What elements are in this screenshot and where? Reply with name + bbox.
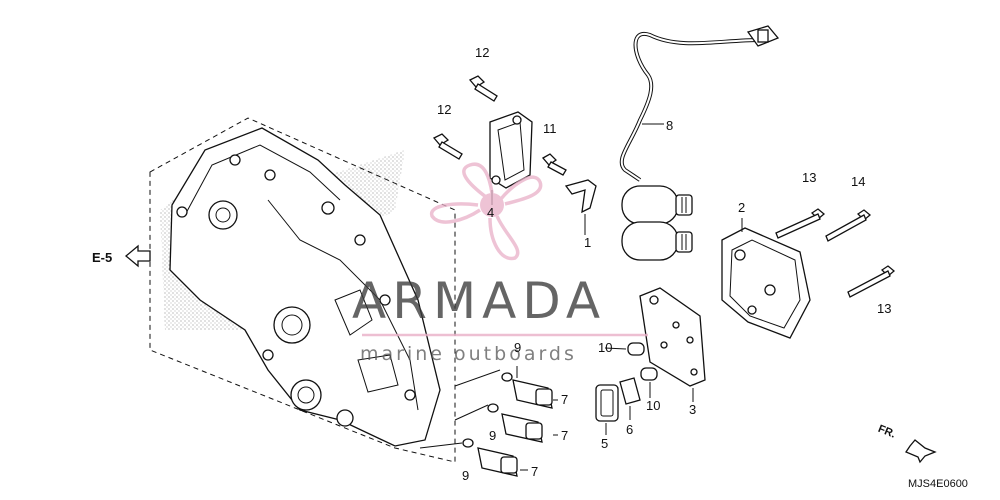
o-ring-9-c (462, 438, 474, 448)
leader-lines (419, 347, 627, 471)
bolt-12-lower (432, 133, 463, 160)
callout-14: 14 (851, 174, 865, 189)
o-ring-9-b (487, 403, 499, 413)
watermark: ARMADA marine outboards (352, 162, 648, 365)
part-5-gasket (595, 384, 619, 435)
solenoid-valves (621, 185, 693, 261)
callout-7-a: 7 (561, 392, 568, 407)
bolt-13-upper (775, 208, 826, 239)
callout-13-a: 13 (802, 170, 816, 185)
callout-11: 11 (543, 121, 557, 136)
gear-case-cover (160, 127, 441, 447)
front-direction-arrow: FR. (876, 423, 937, 464)
callout-9-b: 9 (489, 428, 496, 443)
callout-12-b: 12 (437, 102, 451, 117)
callout-9-a: 9 (514, 340, 521, 355)
callout-5: 5 (601, 436, 608, 451)
callout-7-c: 7 (531, 464, 538, 479)
watermark-tagline: marine outboards (360, 343, 577, 365)
sensor-7-b (501, 413, 543, 443)
case-boundary (149, 117, 456, 463)
bolt-14 (825, 209, 872, 242)
callout-6: 6 (626, 422, 633, 437)
diagram-code: MJS4E0600 (908, 478, 968, 490)
watermark-brand: ARMADA (352, 272, 606, 330)
o-ring-9-a (501, 372, 513, 382)
callout-labels: 1 2 3 4 5 6 7 7 7 8 9 9 9 10 10 11 12 12… (437, 45, 891, 483)
callout-2: 2 (738, 200, 745, 215)
part-10-filter-upper (627, 342, 645, 356)
reference-arrow: E-5 (92, 244, 151, 268)
callout-4: 4 (487, 205, 494, 220)
part-4-cover (489, 111, 533, 205)
front-direction-label: FR. (876, 423, 897, 441)
part-1-clip (564, 179, 597, 235)
part-2-valve-body (721, 218, 811, 339)
sensor-7-c (477, 447, 518, 477)
callout-12-a: 12 (475, 45, 489, 60)
callout-9-c: 9 (462, 468, 469, 483)
watermark-propeller-icon (430, 162, 543, 261)
callout-1: 1 (584, 235, 591, 250)
bolt-13-lower (847, 265, 896, 298)
sensor-7-a (512, 379, 553, 409)
callout-3: 3 (689, 402, 696, 417)
reference-arrow-label: E-5 (92, 250, 112, 265)
callout-8: 8 (666, 118, 673, 133)
part-8-harness (619, 25, 780, 182)
bolt-11 (541, 153, 567, 176)
callout-13-b: 13 (877, 301, 891, 316)
callout-10-a: 10 (598, 340, 612, 355)
bolt-12-upper (468, 75, 498, 102)
part-3-plate (639, 287, 706, 402)
part-6-bracket (619, 377, 641, 420)
callout-7-b: 7 (561, 428, 568, 443)
part-10-filter-lower (640, 367, 658, 398)
callout-10-b: 10 (646, 398, 660, 413)
